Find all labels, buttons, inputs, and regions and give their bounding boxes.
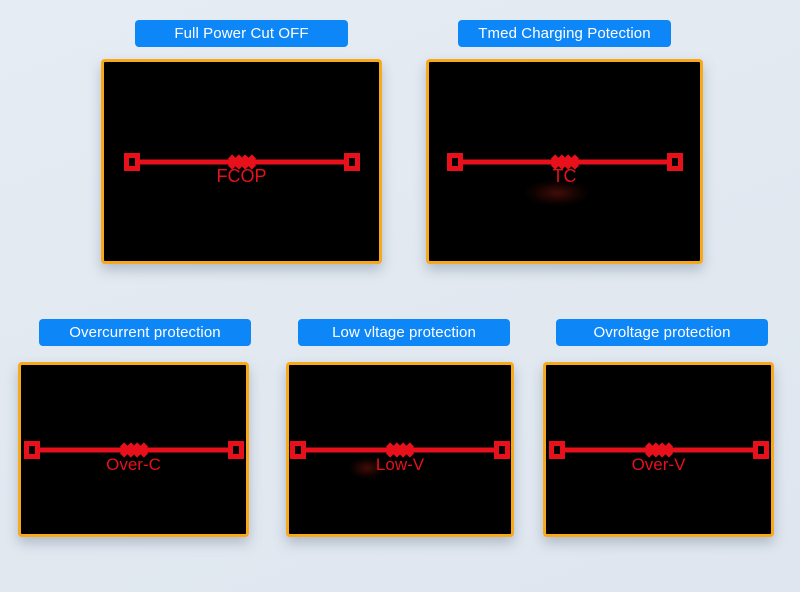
- terminal-block-left-icon: [446, 152, 463, 171]
- panel-screen-timed-charging-protection: TC: [429, 62, 700, 261]
- button-low-voltage-protection[interactable]: Low vltage protection: [298, 319, 510, 346]
- terminal-block-right-icon: [752, 440, 769, 459]
- cross-break-right-icon: [563, 153, 579, 170]
- terminal-block-right-icon: [666, 152, 683, 171]
- cross-break-right-icon: [240, 153, 256, 170]
- button-timed-charging-protection[interactable]: Tmed Charging Potection: [458, 20, 671, 47]
- terminal-block-right-icon: [343, 152, 360, 171]
- panel-timed-charging-protection[interactable]: TC: [426, 59, 703, 264]
- cross-break-left-icon: [644, 441, 660, 458]
- button-overcurrent-protection[interactable]: Overcurrent protection: [39, 319, 251, 346]
- circuit-symbol: [446, 152, 683, 171]
- panel-low-voltage-protection[interactable]: Low-V: [286, 362, 514, 537]
- panel-screen-full-power-cut-off: FCOP: [104, 62, 379, 261]
- button-overvoltage-protection[interactable]: Ovroltage protection: [556, 319, 768, 346]
- cross-break-left-icon: [119, 441, 135, 458]
- panel-status-label: Over-C: [106, 455, 161, 474]
- panel-overcurrent-protection[interactable]: Over-C: [18, 362, 249, 537]
- terminal-block-left-icon: [123, 152, 140, 171]
- panel-full-power-cut-off[interactable]: FCOP: [101, 59, 382, 264]
- circuit-symbol: [123, 152, 360, 171]
- circuit-symbol: [290, 440, 510, 459]
- terminal-block-right-icon: [227, 440, 244, 459]
- panel-status-label: Low-V: [375, 455, 425, 474]
- terminal-block-left-icon: [290, 440, 306, 459]
- cross-break-left-icon: [227, 153, 243, 170]
- cross-break-left-icon: [550, 153, 566, 170]
- cross-break-right-icon: [657, 441, 673, 458]
- panel-screen-overcurrent-protection: Over-C: [21, 365, 246, 534]
- cross-break-right-icon: [398, 441, 415, 458]
- panel-screen-overvoltage-protection: Over-V: [546, 365, 771, 534]
- cross-break-left-icon: [385, 441, 402, 458]
- panel-status-label: FCOP: [216, 166, 267, 186]
- panel-status-label: Over-V: [631, 455, 686, 474]
- terminal-block-left-icon: [23, 440, 40, 459]
- circuit-symbol: [548, 440, 769, 459]
- panel-status-label: TC: [552, 166, 577, 186]
- circuit-symbol: [23, 440, 244, 459]
- panel-overvoltage-protection[interactable]: Over-V: [543, 362, 774, 537]
- terminal-block-left-icon: [548, 440, 565, 459]
- button-full-power-cut-off[interactable]: Full Power Cut OFF: [135, 20, 348, 47]
- cross-break-right-icon: [132, 441, 148, 458]
- panel-screen-low-voltage-protection: Low-V: [289, 365, 511, 534]
- terminal-block-right-icon: [494, 440, 510, 459]
